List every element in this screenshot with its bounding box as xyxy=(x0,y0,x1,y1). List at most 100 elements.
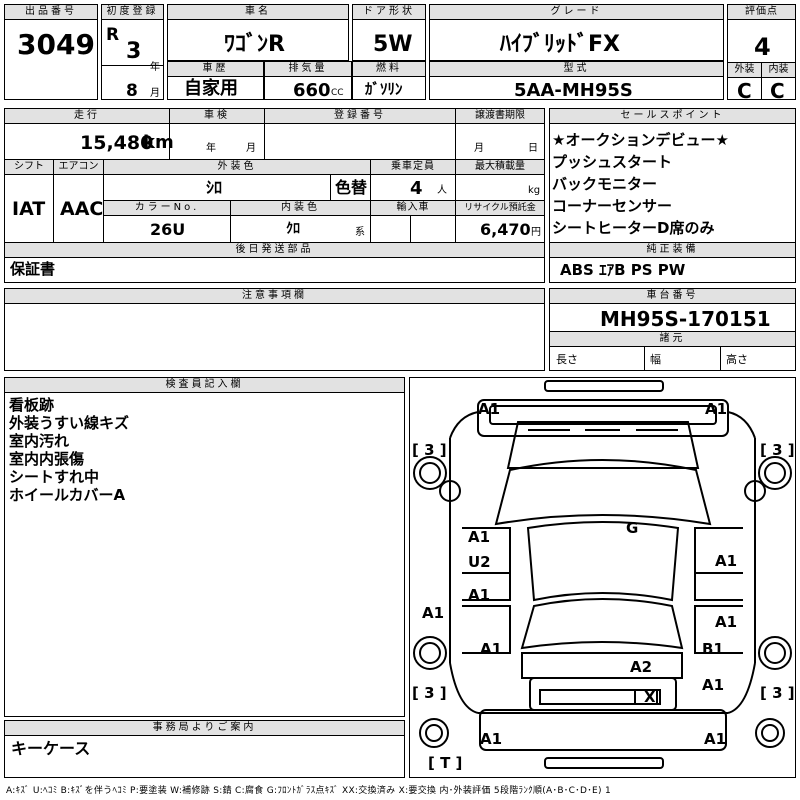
bracket-front-left: [ 3 ] xyxy=(412,441,447,459)
capacity-value: 4 xyxy=(410,178,423,199)
inspector-item: シートすれ中 xyxy=(9,468,100,486)
transfer-month: 月 xyxy=(474,143,484,154)
damage-diagram: [ 3 ] [ 3 ] [ 3 ] [ 3 ] [ T ] A1 A1 A1 U… xyxy=(409,377,796,778)
spec-height: 高さ xyxy=(726,353,748,366)
sales-item: ★オークションデビュー★ xyxy=(552,131,729,149)
int-label: 内装 xyxy=(761,62,796,78)
lot-cell: 出品番号 3049 xyxy=(4,4,98,100)
car-outline xyxy=(413,380,792,769)
damage-mark: A1 xyxy=(422,604,445,622)
shift-label: シフト xyxy=(4,159,54,175)
later-value: 保証書 xyxy=(10,260,56,278)
office-value: キーケース xyxy=(11,739,91,758)
name-cell: 車名 ﾜｺﾞﾝR xyxy=(167,4,349,61)
mileage-value: 15,480 xyxy=(80,132,154,154)
notes-label: 注意事項欄 xyxy=(4,288,545,304)
inspect-label: 車検 xyxy=(169,108,265,124)
damage-mark: B1 xyxy=(702,640,724,658)
damage-mark: G xyxy=(626,519,639,537)
equipment-label: 純正装備 xyxy=(549,242,796,258)
recycle-unit: 円 xyxy=(531,227,541,238)
score-value: 4 xyxy=(754,33,771,61)
damage-mark: A1 xyxy=(468,528,491,546)
sales-item: バックモニター xyxy=(552,175,658,193)
inspector-item: 室内内張傷 xyxy=(9,450,85,468)
shift-value: IAT xyxy=(12,198,46,220)
color-label: 外装色 xyxy=(103,159,371,175)
damage-mark: A2 xyxy=(630,658,653,676)
damage-mark: A1 xyxy=(468,586,491,604)
legend: A:ｷｽﾞ U:ﾍｺﾐ B:ｷｽﾞを伴うﾍｺﾐ P:要塗装 W:補修跡 S:錆 … xyxy=(6,786,611,796)
intcolor-value: ｸﾛ xyxy=(286,221,300,237)
recycle-label: リサイクル預託金 xyxy=(455,200,545,216)
model-value: 5AA-MH95S xyxy=(514,80,633,101)
damage-mark: A1 xyxy=(704,730,727,748)
regno-label: 登録番号 xyxy=(264,108,456,124)
inspector-item: 看板跡 xyxy=(9,396,55,414)
ac-label: エアコン xyxy=(53,159,104,175)
model-label: 型式 xyxy=(429,61,724,77)
spec-length: 長さ xyxy=(556,353,578,366)
lot-number: 3049 xyxy=(17,28,95,61)
inspect-year: 年 xyxy=(206,143,216,154)
reg-label: 初度登録 xyxy=(101,4,164,20)
inspector-list: 看板跡 外装うすい線キズ 室内汚れ 室内内張傷 シートすれ中 ホイールカバーA xyxy=(9,396,129,504)
bracket-rear-left: [ 3 ] xyxy=(412,684,447,702)
inspector-item: 室内汚れ xyxy=(9,432,70,450)
later-label: 後日発送部品 xyxy=(4,242,545,258)
history-cell: 車歴 自家用 xyxy=(167,61,264,100)
lot-label: 出品番号 xyxy=(4,4,98,20)
damage-mark: A1 xyxy=(480,730,503,748)
reg-era: R xyxy=(106,25,120,45)
damage-mark: A1 xyxy=(478,400,501,418)
sales-item: コーナーセンサー xyxy=(552,197,673,215)
inspector-label: 検査員記入欄 xyxy=(4,377,405,393)
disp-value: 660 xyxy=(293,80,331,101)
capacity-unit: 人 xyxy=(437,185,447,196)
reg-month-unit: 月 xyxy=(150,88,160,99)
ext-label: 外装 xyxy=(727,62,762,78)
fuel-value: ｶﾞｿﾘﾝ xyxy=(365,80,403,98)
bracket-trunk: [ T ] xyxy=(428,754,463,772)
office-block: 事務局よりご案内 キーケース xyxy=(4,720,405,778)
ext-grade: C xyxy=(737,79,752,103)
reg-month: 8 xyxy=(126,81,138,101)
recycle-value: 6,470 xyxy=(480,220,531,239)
transfer-label: 譲渡書期限 xyxy=(455,108,545,124)
equipment-value: ABS ｴｱB PS PW xyxy=(560,261,686,279)
grade-cell: グレード ﾊｲﾌﾞﾘｯﾄﾞFX xyxy=(429,4,724,61)
score-cell: 評価点 4 外装 内装 C C xyxy=(727,4,796,103)
load-unit: kg xyxy=(528,185,541,196)
sales-label: セールスポイント xyxy=(549,108,796,124)
damage-mark: U2 xyxy=(468,553,491,571)
colorno-label: カラーNo. xyxy=(103,200,231,216)
transfer-day: 日 xyxy=(528,143,538,154)
office-label: 事務局よりご案内 xyxy=(4,720,405,736)
specs-label: 諸元 xyxy=(549,331,796,347)
name-label: 車名 xyxy=(167,4,349,20)
intcolor-label: 内装色 xyxy=(230,200,371,216)
mileage-label: 走行 xyxy=(4,108,170,124)
door-label: ドア形状 xyxy=(352,4,426,20)
door-cell: ドア形状 5W xyxy=(352,4,426,61)
model-cell: 型式 5AA-MH95S xyxy=(429,61,724,100)
grade-value: ﾊｲﾌﾞﾘｯﾄﾞFX xyxy=(500,32,620,57)
damage-mark: A1 xyxy=(715,552,738,570)
history-label: 車歴 xyxy=(167,61,264,77)
ac-value: AAC xyxy=(60,198,104,220)
chassis-value: MH95S-170151 xyxy=(600,307,771,331)
inspector-item: 外装うすい線キズ xyxy=(9,414,130,432)
damage-mark: A1 xyxy=(705,400,728,418)
colorno-value: 26U xyxy=(150,220,186,239)
intcolor-unit: 系 xyxy=(355,227,365,238)
reg-cell: 初度登録 R 3 年 8 月 xyxy=(101,4,164,100)
int-grade: C xyxy=(770,79,785,103)
capacity-label: 乗車定員 xyxy=(370,159,456,175)
import-label: 輸入車 xyxy=(370,200,456,216)
inspect-month: 月 xyxy=(246,143,256,154)
reg-year: 3 xyxy=(126,39,142,64)
damage-mark: A1 xyxy=(702,676,725,694)
inspector-item: ホイールカバーA xyxy=(9,486,126,504)
fuel-label: 燃料 xyxy=(352,61,426,77)
score-label: 評価点 xyxy=(727,4,796,20)
